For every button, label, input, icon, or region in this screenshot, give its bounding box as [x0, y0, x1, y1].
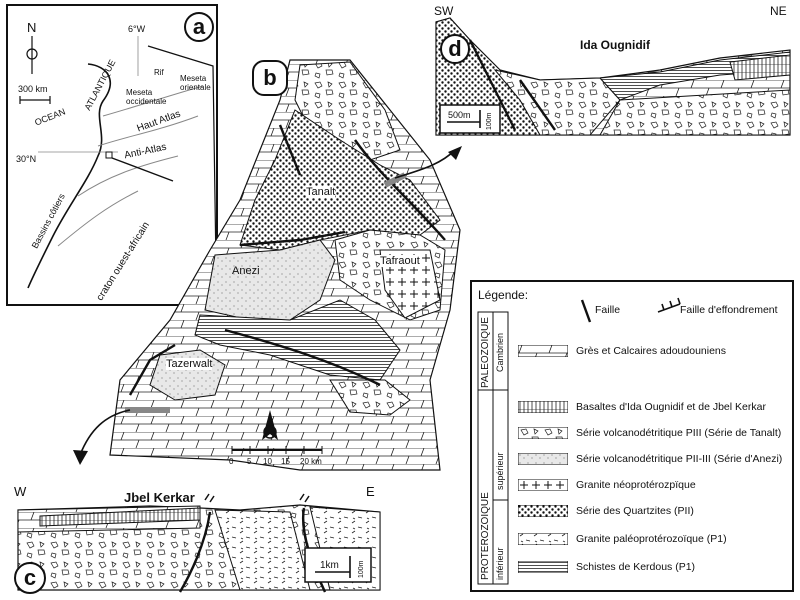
tanalt-label: Tanalt [306, 186, 336, 198]
legend-title: Légende: [478, 288, 529, 302]
era-superieur: supérieur [495, 452, 505, 490]
legend-faille: Faille [595, 304, 621, 316]
ne-label: NE [770, 4, 787, 18]
legend-item-quartzites: Série des Quartzites (PII) [518, 504, 694, 518]
panel-a-letter: a [184, 12, 214, 42]
legend-item-basaltes: Basaltes d'Ida Ougnidif et de Jbel Kerka… [518, 400, 766, 414]
meseta-occidentale-label: Meseta occidentale [126, 88, 167, 106]
meseta-orientale-label: Meseta orientale [180, 74, 211, 92]
panel-d-scale-h: 500m [448, 110, 471, 120]
sw-label: SW [434, 4, 454, 18]
scale-tick-5: 5 [247, 457, 252, 466]
west-label: W [14, 484, 27, 499]
legend-item-granite-paleo: Granite paléoprotérozoïque (P1) [518, 532, 727, 546]
north-label: N [27, 20, 37, 35]
panel-a-locator-map: N 300 km 6°W 30°N Rif Meseta occidentale… [6, 4, 218, 307]
scale-tick-0: 0 [229, 457, 234, 466]
scale-tick-20km: 20 km [300, 457, 322, 466]
legend-item-granite-neo: Granite néoprotérozpïque [518, 478, 696, 492]
panel-d-letter: d [440, 34, 470, 64]
tafraout-label: Tafraout [380, 255, 420, 267]
anezi-label: Anezi [232, 265, 260, 277]
scale-tick-15: 15 [281, 457, 290, 466]
era-proterozoique: PROTEROZOIQUE [480, 492, 491, 580]
scale-label: 300 km [18, 84, 48, 94]
legend-item-schistes: Schistes de Kerdous (P1) [518, 560, 695, 574]
panel-b-letter: b [252, 60, 288, 96]
legend-item-tanalt: Série volcanodétritique PIII (Série de T… [518, 426, 781, 440]
era-paleozoique: PALEOZOIQUE [480, 317, 491, 388]
scale-tick-10: 10 [263, 457, 272, 466]
ida-ougnidif-title: Ida Ougnidif [580, 38, 650, 52]
latitude-label: 30°N [16, 154, 37, 164]
panel-c-scale-h: 1km [320, 560, 339, 571]
longitude-label: 6°W [128, 24, 146, 34]
legend-item-gres: Grès et Calcaires adoudouniens [518, 344, 726, 358]
panel-c-letter: c [14, 562, 46, 594]
era-inferieur: inférieur [495, 547, 505, 580]
jbel-kerkar-title: Jbel Kerkar [124, 490, 195, 505]
rif-label: Rif [154, 68, 164, 77]
legend-item-anezi: Série volcanodétritique PII-III (Série d… [518, 452, 782, 466]
east-label: E [366, 484, 375, 499]
legend-faille-effondrement: Faille d'effondrement [680, 304, 778, 316]
era-cambrien: Cambrien [495, 332, 505, 372]
tazerwalt-label: Tazerwalt [166, 358, 213, 370]
